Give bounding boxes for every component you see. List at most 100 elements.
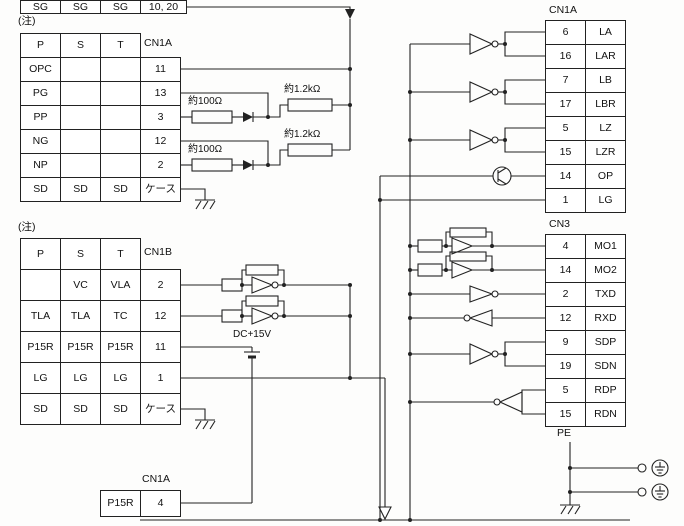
- power-supply-circuit: [181, 346, 392, 521]
- cell: SD: [61, 178, 100, 201]
- line-driver-icon: [469, 33, 494, 55]
- connector-label-cn1a-right: CN1A: [549, 4, 578, 16]
- pin-cell: 1: [141, 363, 180, 393]
- top-sg-table: SG SG SG 10, 20: [20, 0, 187, 14]
- resistor: [417, 239, 443, 253]
- terminal-circle: [637, 463, 647, 473]
- crossed-cell: [101, 154, 140, 177]
- crossed-cell: [61, 130, 100, 153]
- cell: SD: [101, 394, 140, 424]
- crossed-cell: [21, 270, 60, 300]
- cell: SG: [21, 1, 60, 13]
- pin-cell: 12: [546, 307, 585, 330]
- feedback-resistor: [245, 264, 279, 276]
- pin-cell: 12: [141, 130, 180, 153]
- col-header: S: [61, 239, 100, 269]
- terminal-circle: [637, 487, 647, 497]
- encoder-output-circuits: [379, 31, 545, 520]
- pin-cell: 12: [141, 301, 180, 331]
- cell: LG: [61, 363, 100, 393]
- cell: SD: [21, 178, 60, 201]
- line-driver-icon: [469, 129, 494, 151]
- pin-cell: 11: [141, 332, 180, 362]
- pe-ground-circuit: [559, 442, 669, 515]
- pin-cell: 4: [141, 491, 180, 516]
- pin-cell: 5: [546, 379, 585, 402]
- pe-label: PE: [557, 427, 572, 439]
- signal-cell: MO2: [586, 259, 625, 282]
- crossed-cell: [61, 154, 100, 177]
- resistor: [417, 263, 443, 277]
- pin-cell: 15: [546, 141, 585, 164]
- dc15v-label: DC+15V: [233, 329, 272, 340]
- opamp-icon: [251, 307, 274, 325]
- pin-cell: ケース: [141, 394, 180, 424]
- signal-cell: LA: [586, 21, 625, 44]
- resistor-label-1k2-b: 約1.2kΩ: [284, 129, 321, 140]
- resistor-label-100ohm-a: 約100Ω: [188, 96, 223, 107]
- signal-cell: RDP: [586, 379, 625, 402]
- cell: LG: [101, 363, 140, 393]
- case-ground-1: [181, 188, 216, 210]
- resistor: [221, 309, 243, 323]
- connector-label-cn1a-left: CN1A: [144, 37, 173, 49]
- cell: P15R: [61, 332, 100, 362]
- signal-cell: LZR: [586, 141, 625, 164]
- pin-cell: 14: [546, 259, 585, 282]
- table-cn1a-right: 6 LA 16 LAR 7 LB 17 LBR 5 LZ 15 LZR 14 O…: [545, 20, 626, 213]
- cell: NP: [21, 154, 60, 177]
- table-cn1b-left: P S T VC VLA TLA TLA TC P15R P15R P15R L…: [20, 238, 141, 425]
- cell: P15R: [101, 491, 140, 516]
- col-header: T: [101, 239, 140, 269]
- buffer-icon: [469, 285, 494, 303]
- cell: SD: [21, 394, 60, 424]
- cell: SG: [61, 1, 100, 13]
- diode-icon: [243, 160, 253, 170]
- crossed-cell: [101, 106, 140, 129]
- pin-cell: 5: [546, 117, 585, 140]
- pin-cell: 2: [141, 154, 180, 177]
- signal-cell: RDN: [586, 403, 625, 426]
- col-header: P: [21, 34, 60, 57]
- connector-label-cn3: CN3: [549, 218, 571, 230]
- pin-cell: 14: [546, 165, 585, 188]
- signal-cell: LZ: [586, 117, 625, 140]
- cell: SD: [61, 394, 100, 424]
- pin-cell: 19: [546, 355, 585, 378]
- top-feed-wire: [187, 6, 351, 150]
- diode-icon: [243, 112, 253, 122]
- open-collector-transistor-icon: [492, 166, 512, 186]
- pin-column-cn1b: 2 12 11 1 ケース: [140, 269, 181, 425]
- cell: P15R: [21, 332, 60, 362]
- opamp-icon: [251, 276, 274, 294]
- cell: VC: [61, 270, 100, 300]
- signal-cell: LBR: [586, 93, 625, 116]
- pin-cell: 7: [546, 69, 585, 92]
- signal-cell: LAR: [586, 45, 625, 68]
- pin-cell: ケース: [141, 178, 180, 201]
- feedback-resistor: [449, 227, 487, 238]
- cell: TLA: [21, 301, 60, 331]
- junction-dots: [240, 42, 572, 522]
- opamp-icon: [451, 261, 474, 279]
- pin-cell: 4: [546, 235, 585, 258]
- table-cn3-right: 4 MO1 14 MO2 2 TXD 12 RXD 9 SDP 19 SDN 5…: [545, 234, 626, 427]
- crossed-cell: [61, 58, 100, 81]
- table-cn1a-bottom: P15R 4: [100, 490, 181, 517]
- cell: VLA: [101, 270, 140, 300]
- resistor-label-100ohm-b: 約100Ω: [188, 144, 223, 155]
- table-cn1a-left: P S T OPC PG PP NG NP SD SD SD: [20, 33, 141, 202]
- buffer-icon: [468, 309, 493, 327]
- signal-cell: RXD: [586, 307, 625, 330]
- analog-input-circuits: [181, 264, 351, 378]
- pin-cell: 16: [546, 45, 585, 68]
- opamp-icon: [451, 237, 474, 255]
- pin-cell: 15: [546, 403, 585, 426]
- connector-label-cn1b: CN1B: [144, 246, 173, 258]
- case-ground-2: [181, 408, 216, 430]
- resistor-100ohm-b: [191, 158, 233, 172]
- feedback-resistor: [245, 295, 279, 307]
- signal-cell: LB: [586, 69, 625, 92]
- resistor-100ohm-a: [191, 110, 233, 124]
- cell: OPC: [21, 58, 60, 81]
